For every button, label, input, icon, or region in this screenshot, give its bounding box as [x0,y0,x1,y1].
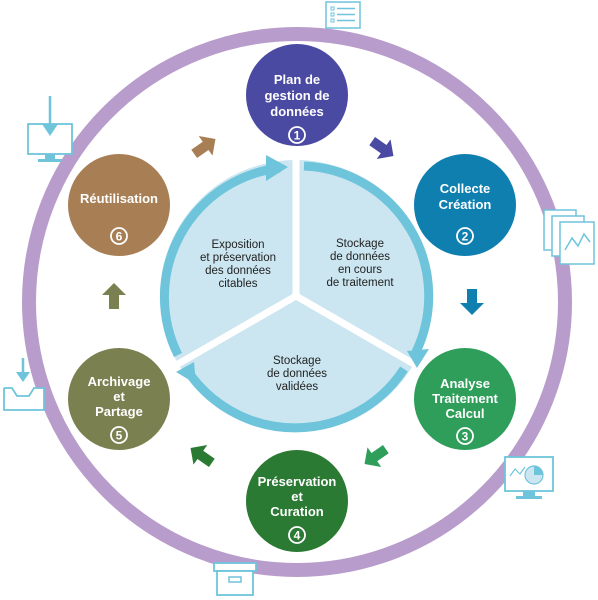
svg-text:de données: de données [330,251,390,263]
svg-text:et: et [113,389,125,404]
svg-text:validées: validées [276,381,318,393]
svg-text:données: données [270,104,323,119]
svg-text:de données: de données [267,368,327,380]
svg-text:Collecte: Collecte [440,181,491,196]
step-number: 4 [294,529,301,543]
svg-text:gestion de: gestion de [264,88,329,103]
step-number: 5 [116,429,123,443]
sector-stockage-validees: Stockage de données validées [267,355,327,393]
svg-text:Curation: Curation [270,504,324,519]
tray-download-icon [3,358,45,411]
svg-text:Préservation: Préservation [258,474,337,489]
checklist-icon [325,1,361,29]
archive-box-icon [213,562,257,596]
sector-stockage-en-cours: Stockage de données en cours de traiteme… [326,238,394,289]
step-number: 1 [294,129,301,143]
step-reutilisation: Réutilisation 6 [68,154,170,256]
svg-text:Exposition: Exposition [211,239,264,251]
outer-ring [22,27,572,577]
svg-text:de traitement: de traitement [326,277,394,289]
svg-text:et préservation: et préservation [200,252,276,264]
monitor-piechart-icon [504,456,554,499]
sector-exposition: Exposition et préservation des données c… [200,239,276,290]
inner-arrowheads [176,155,429,384]
svg-text:Réutilisation: Réutilisation [80,191,158,206]
arrow-reutilisation-to-plan [191,136,216,158]
step-plan: Plan de gestion de données 1 [246,44,348,146]
svg-text:Stockage: Stockage [336,238,384,250]
svg-text:Partage: Partage [95,404,143,419]
step-number: 2 [462,230,469,244]
step-preservation: Préservation et Curation 4 [246,450,348,552]
svg-text:en cours: en cours [338,264,382,276]
inner-arrow-1 [303,161,434,354]
arrow-archivage-to-reutilisation [102,283,126,309]
svg-text:des données: des données [205,265,271,277]
svg-text:Calcul: Calcul [445,406,484,421]
documents-chart-icon [543,209,595,265]
arrow-analyse-to-preservation [364,445,389,467]
sector-dividers [176,160,416,368]
svg-text:Stockage: Stockage [273,355,321,367]
transition-arrows [102,136,484,467]
step-number: 6 [116,230,123,244]
arrow-preservation-to-archivage [190,445,215,467]
svg-text:Archivage: Archivage [88,374,151,389]
monitor-download-icon [27,96,73,162]
svg-text:Plan de: Plan de [274,72,320,87]
svg-text:Création: Création [439,197,492,212]
inner-arrow-3 [160,163,281,357]
step-number: 3 [462,430,469,444]
step-collecte: Collecte Création 2 [414,154,516,256]
inner-arrow-2 [183,366,408,433]
step-archivage: Archivage et Partage 5 [68,348,170,450]
svg-text:Analyse: Analyse [440,376,490,391]
svg-text:Traitement: Traitement [432,391,498,406]
arrow-collecte-to-analyse [460,289,484,315]
svg-text:citables: citables [219,278,258,290]
step-analyse: Analyse Traitement Calcul 3 [414,348,516,450]
arrow-plan-to-collecte [369,137,394,159]
svg-text:et: et [291,489,303,504]
inner-cycle-arrows [160,161,434,433]
